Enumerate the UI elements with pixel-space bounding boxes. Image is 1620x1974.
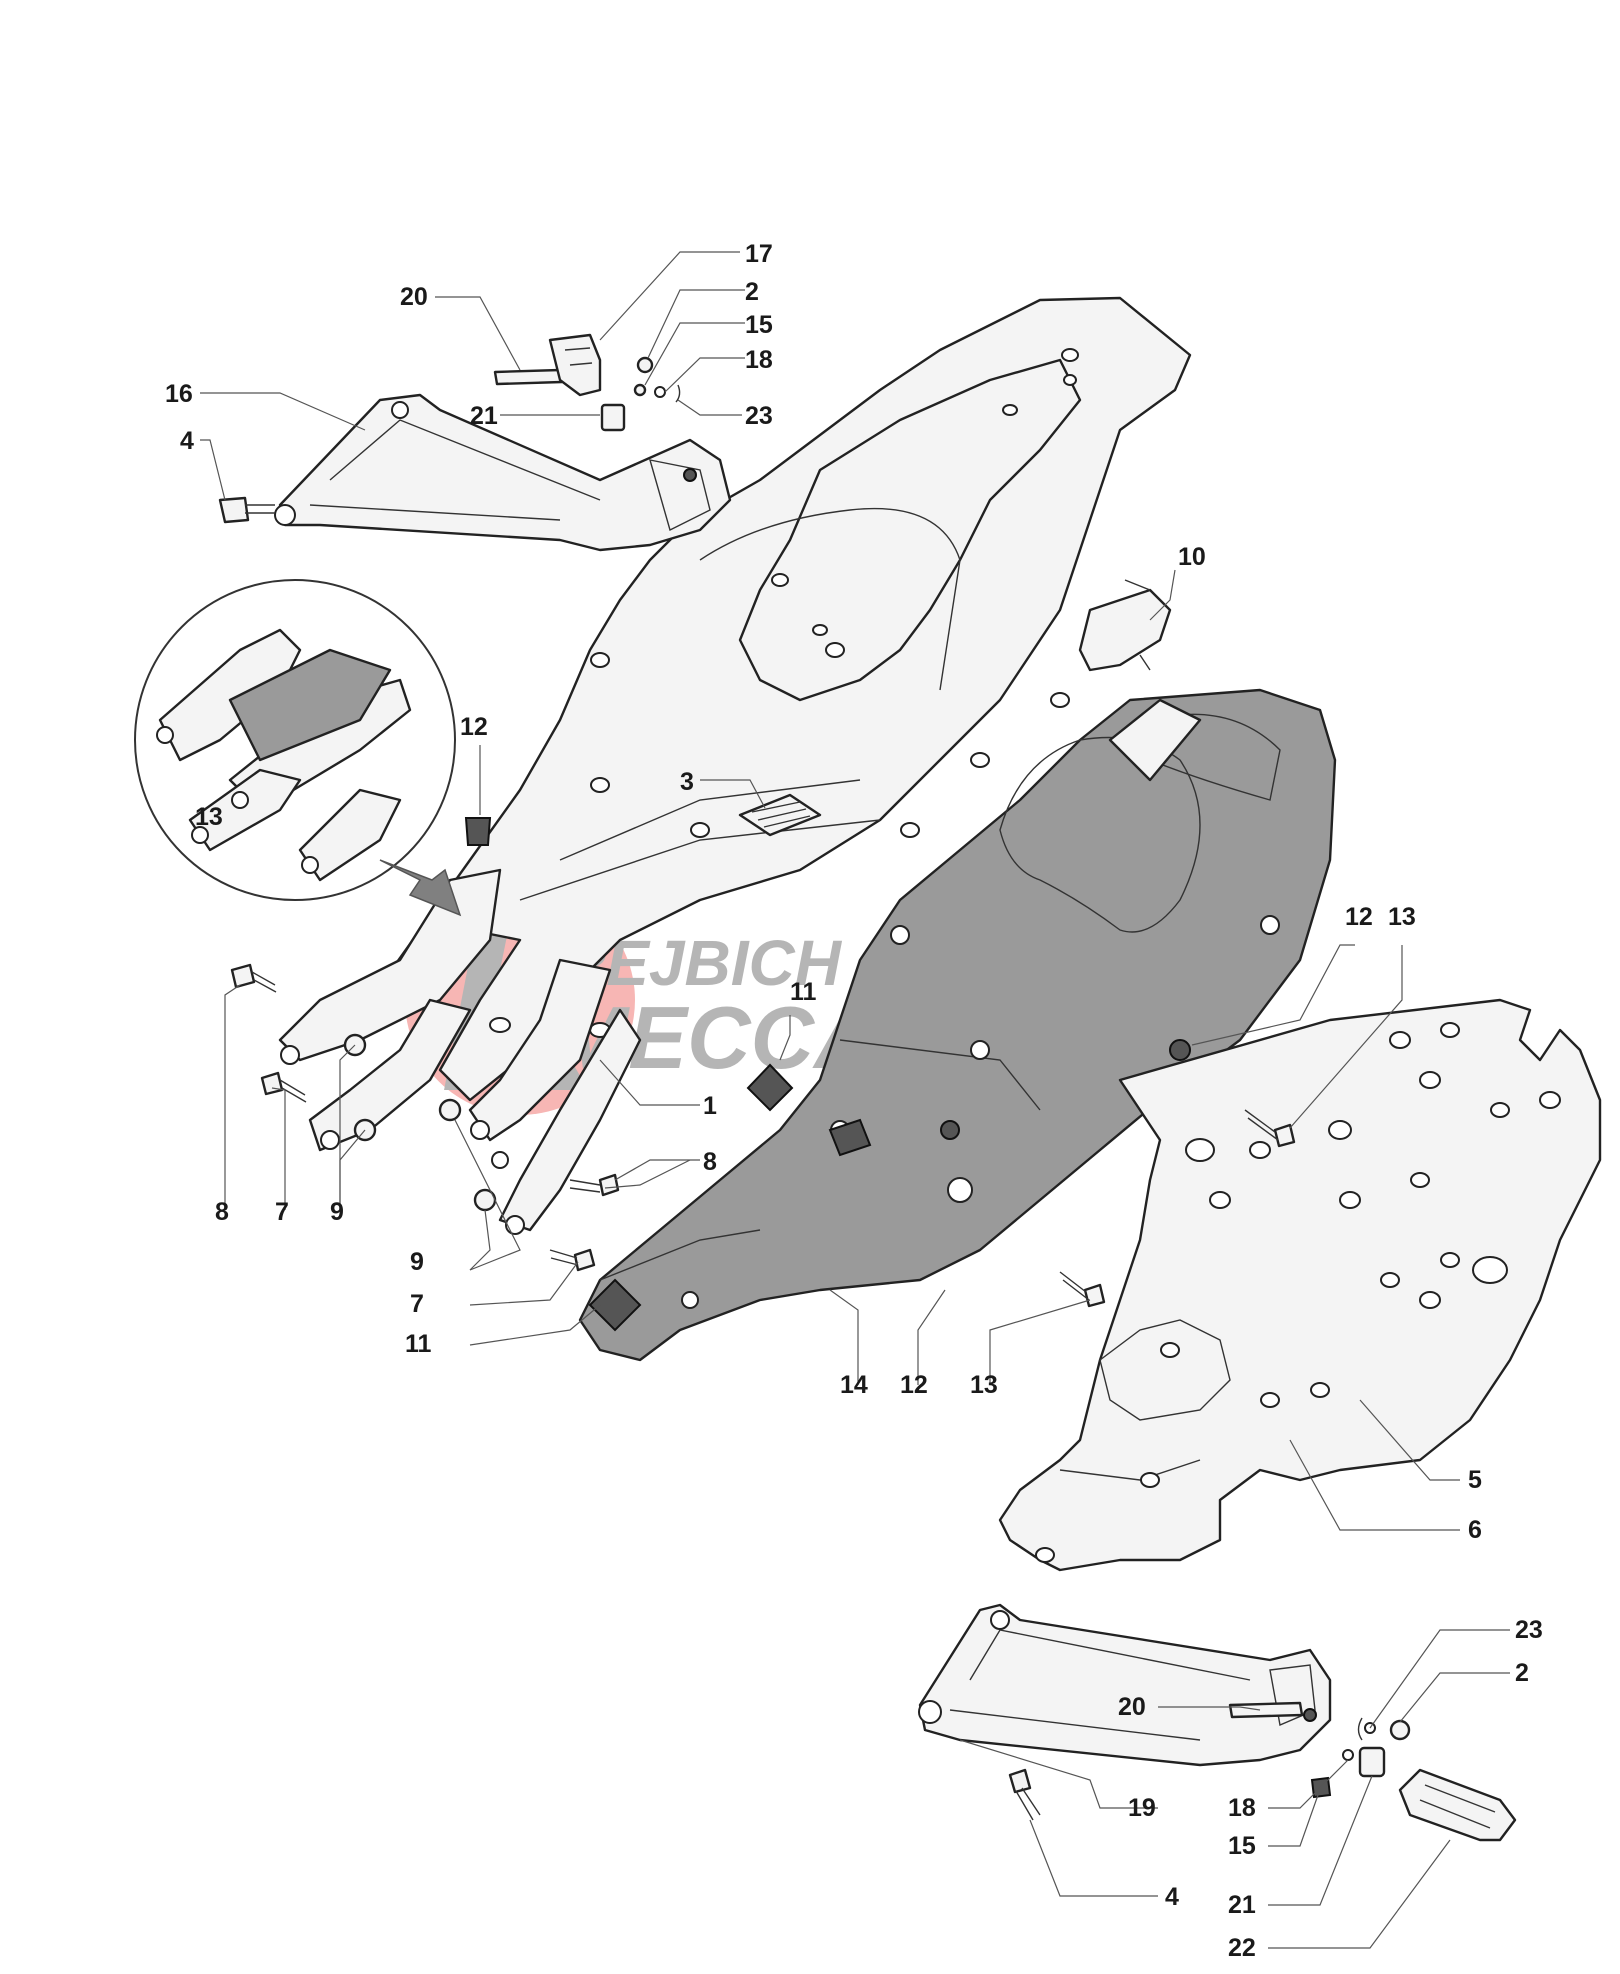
label-plate xyxy=(738,793,822,837)
callout-4: 4 xyxy=(180,427,194,455)
callout-7: 7 xyxy=(275,1198,289,1226)
callout-2: 2 xyxy=(1515,1659,1529,1687)
pin-20-bottom xyxy=(1228,1701,1304,1719)
callout-21: 21 xyxy=(1228,1891,1256,1919)
fasteners-right xyxy=(1059,1109,1296,1308)
callout-20: 20 xyxy=(400,283,428,311)
callout-19: 19 xyxy=(1128,1794,1156,1822)
footrest-bracket-right xyxy=(918,1603,1332,1767)
callout-22: 22 xyxy=(1228,1934,1256,1962)
callout-23: 23 xyxy=(745,402,773,430)
callout-1: 1 xyxy=(703,1092,717,1120)
cover-plate xyxy=(1078,579,1172,672)
callout-9: 9 xyxy=(330,1198,344,1226)
rear-subframe xyxy=(368,296,1192,1102)
callout-12: 12 xyxy=(900,1371,928,1399)
callout-11: 11 xyxy=(405,1330,432,1358)
pin-20-top xyxy=(493,368,564,386)
callout-13: 13 xyxy=(1388,903,1416,931)
callout-10: 10 xyxy=(1178,543,1206,571)
bushing-12 xyxy=(464,817,492,846)
callout-3: 3 xyxy=(680,768,694,796)
callouts: 17 20 2 15 18 16 21 23 4 10 12 13 3 12 1… xyxy=(165,240,1543,1962)
footrest-bracket-left xyxy=(274,393,732,552)
callout-8: 8 xyxy=(215,1198,229,1226)
callout-12: 12 xyxy=(1345,903,1373,931)
callout-17: 17 xyxy=(745,240,773,268)
callout-18: 18 xyxy=(1228,1794,1256,1822)
small-parts-top xyxy=(600,356,681,432)
callout-13: 13 xyxy=(970,1371,998,1399)
leader-lines xyxy=(200,251,1510,1949)
callout-9: 9 xyxy=(410,1248,424,1276)
undertray-fender xyxy=(578,688,1337,1362)
callout-20: 20 xyxy=(1118,1693,1146,1721)
callout-14: 14 xyxy=(840,1371,868,1399)
callout-11: 11 xyxy=(790,978,817,1006)
callout-23: 23 xyxy=(1515,1616,1543,1644)
callout-15: 15 xyxy=(1228,1832,1256,1860)
callout-21: 21 xyxy=(470,402,498,430)
bolt-4-top xyxy=(218,496,275,524)
callout-13: 13 xyxy=(195,803,223,831)
callout-7: 7 xyxy=(410,1290,424,1318)
callout-2: 2 xyxy=(745,278,759,306)
callout-8: 8 xyxy=(703,1148,717,1176)
footpeg-22 xyxy=(1398,1768,1517,1842)
footpeg-bracket-17 xyxy=(548,333,602,397)
callout-16: 16 xyxy=(165,380,193,408)
callout-6: 6 xyxy=(1468,1516,1482,1544)
detail-inset xyxy=(134,579,456,901)
callout-5: 5 xyxy=(1468,1466,1482,1494)
callout-4: 4 xyxy=(1165,1883,1179,1911)
callout-15: 15 xyxy=(745,311,773,339)
heat-shield xyxy=(998,998,1602,1572)
callout-12: 12 xyxy=(460,713,488,741)
detail-pointer-arrow xyxy=(379,859,462,917)
callout-18: 18 xyxy=(745,346,773,374)
